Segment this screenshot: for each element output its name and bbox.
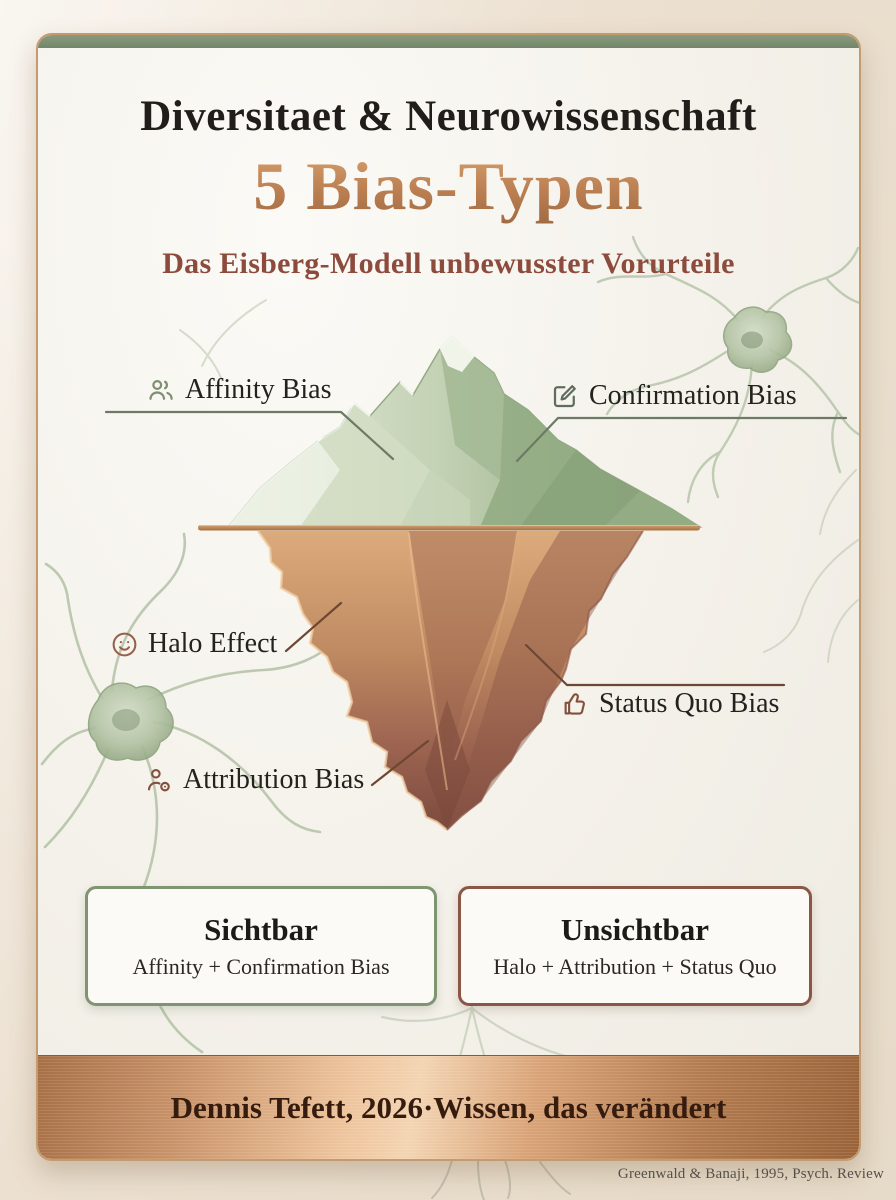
waterline xyxy=(198,525,700,531)
smiley-icon xyxy=(112,632,137,656)
label-connector-lines xyxy=(104,410,848,787)
label-text: Attribution Bias xyxy=(183,764,365,795)
label-affinity-bias: Affinity Bias xyxy=(146,374,331,406)
thumbs-up-icon xyxy=(564,693,585,715)
visible-box-title: Sichtbar xyxy=(204,912,318,947)
page-title: Diversitaet & Neurowissenschaft xyxy=(140,93,757,140)
footer-separator: · xyxy=(422,1089,434,1125)
footer-band: Dennis Tefett, 2026 · Wissen, das veränd… xyxy=(38,1055,859,1159)
label-halo-effect: Halo Effect xyxy=(110,628,277,660)
card-top-green-band xyxy=(38,35,859,48)
source-citation: Greenwald & Banaji, 1995, Psych. Review xyxy=(617,1166,884,1182)
users-icon xyxy=(149,380,173,400)
visible-box-subtitle: Affinity + Confirmation Bias xyxy=(132,954,390,979)
label-text: Affinity Bias xyxy=(185,374,332,405)
visible-biases-box: Sichtbar Affinity + Confirmation Bias xyxy=(85,886,437,1006)
label-text: Status Quo Bias xyxy=(599,688,780,719)
footer-tagline: Wissen, das verändert xyxy=(433,1089,727,1125)
label-confirmation-bias: Confirmation Bias xyxy=(550,380,797,412)
label-attribution-bias: Attribution Bias xyxy=(144,764,364,796)
invisible-box-subtitle: Halo + Attribution + Status Quo xyxy=(493,954,777,979)
page-headline: 5 Bias-Typen xyxy=(38,147,859,226)
pen-square-icon xyxy=(553,385,576,408)
label-status-quo-bias: Status Quo Bias xyxy=(560,688,779,720)
label-text: Confirmation Bias xyxy=(589,380,797,411)
user-badge-icon xyxy=(147,768,170,792)
label-text: Halo Effect xyxy=(148,628,278,659)
invisible-biases-box: Unsichtbar Halo + Attribution + Status Q… xyxy=(458,886,812,1006)
footer-author: Dennis Tefett, 2026 xyxy=(170,1089,423,1125)
iceberg-above-water xyxy=(226,334,703,528)
infographic-card: Diversitaet & Neurowissenschaft 5 Bias-T… xyxy=(36,33,861,1161)
page-subtitle: Das Eisberg-Modell unbewusster Vorurteil… xyxy=(162,247,735,280)
invisible-box-title: Unsichtbar xyxy=(560,912,710,947)
